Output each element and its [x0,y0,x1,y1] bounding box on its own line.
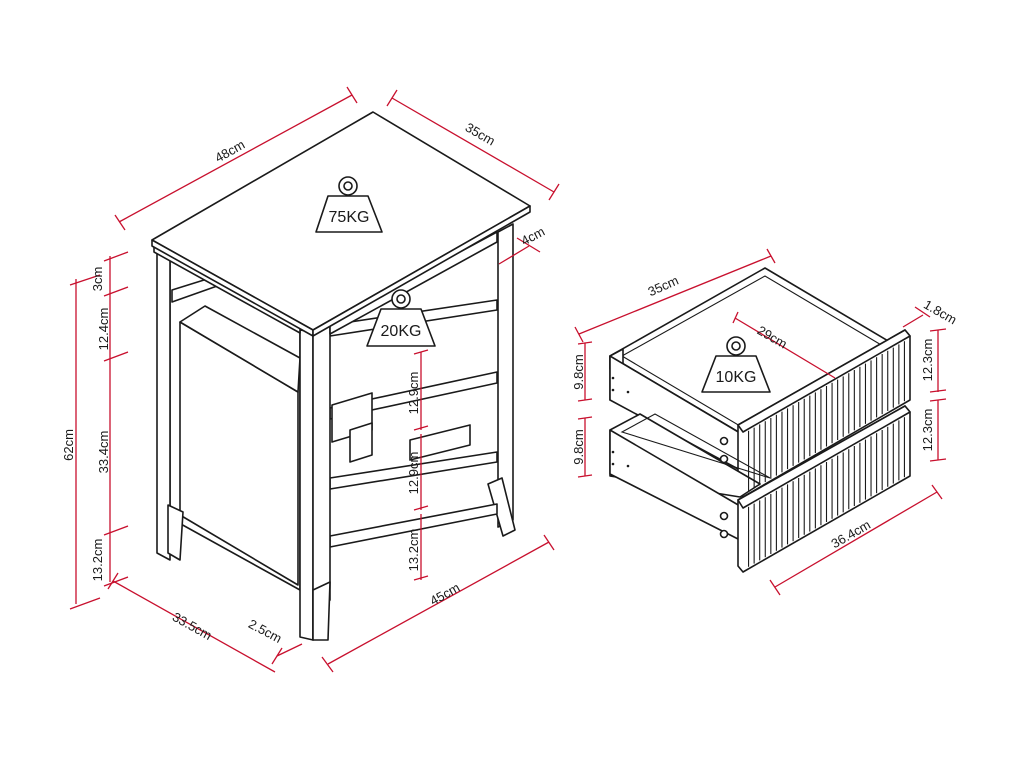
top-load-label: 75KG [329,209,370,226]
inner-divider-2 [349,422,373,463]
front-right-foot [312,581,331,641]
leg-width-label: 2.5cm [246,616,284,646]
top-gap-label: 3cm [90,267,105,292]
bottom-width-label: 45cm [427,580,462,609]
drawer-knob-holes [719,436,729,539]
inner-slat [409,424,471,461]
rear-right-foot [487,477,516,537]
drawer-front-thickness-label: 1.8cm [921,297,959,328]
total-height-label: 62cm [61,429,76,461]
table-top-side-edge [312,205,531,337]
bottom-depth-label: 33.5cm [170,609,215,643]
lower-drawer-fluting [748,417,905,567]
front-left-foot [167,504,184,561]
depth-label: 35cm [463,120,498,149]
drawer-side-height-upper-label: 9.8cm [571,354,586,389]
drawer-front-height-lower-label: 12.3cm [920,409,935,452]
cabinet-height-label: 33.4cm [96,431,111,474]
weight-20kg-icon: 20KG [366,289,436,347]
drawer-side-height-lower-label: 9.8cm [571,429,586,464]
shelf-load-label: 20KG [381,323,422,340]
drawer-load-label: 10KG [716,369,757,386]
left-leg-height-label: 13.2cm [90,539,105,582]
top-thickness-label: 4cm [519,224,548,249]
upper-drawer-fluting [748,341,905,492]
upper-section-label: 12.4cm [96,308,111,351]
drawer-front-height-upper-label: 12.3cm [920,339,935,382]
weight-10kg-icon: 10KG [701,336,771,393]
shelf-gap-1-label: 12.9cm [406,372,421,415]
shelf-gap-2-label: 12.9cm [406,452,421,495]
weight-75kg-icon: 75KG [315,176,383,233]
front-right-leg [299,329,314,641]
drawer-drawing [609,267,911,573]
right-leg-height-label: 13.2cm [406,529,421,572]
